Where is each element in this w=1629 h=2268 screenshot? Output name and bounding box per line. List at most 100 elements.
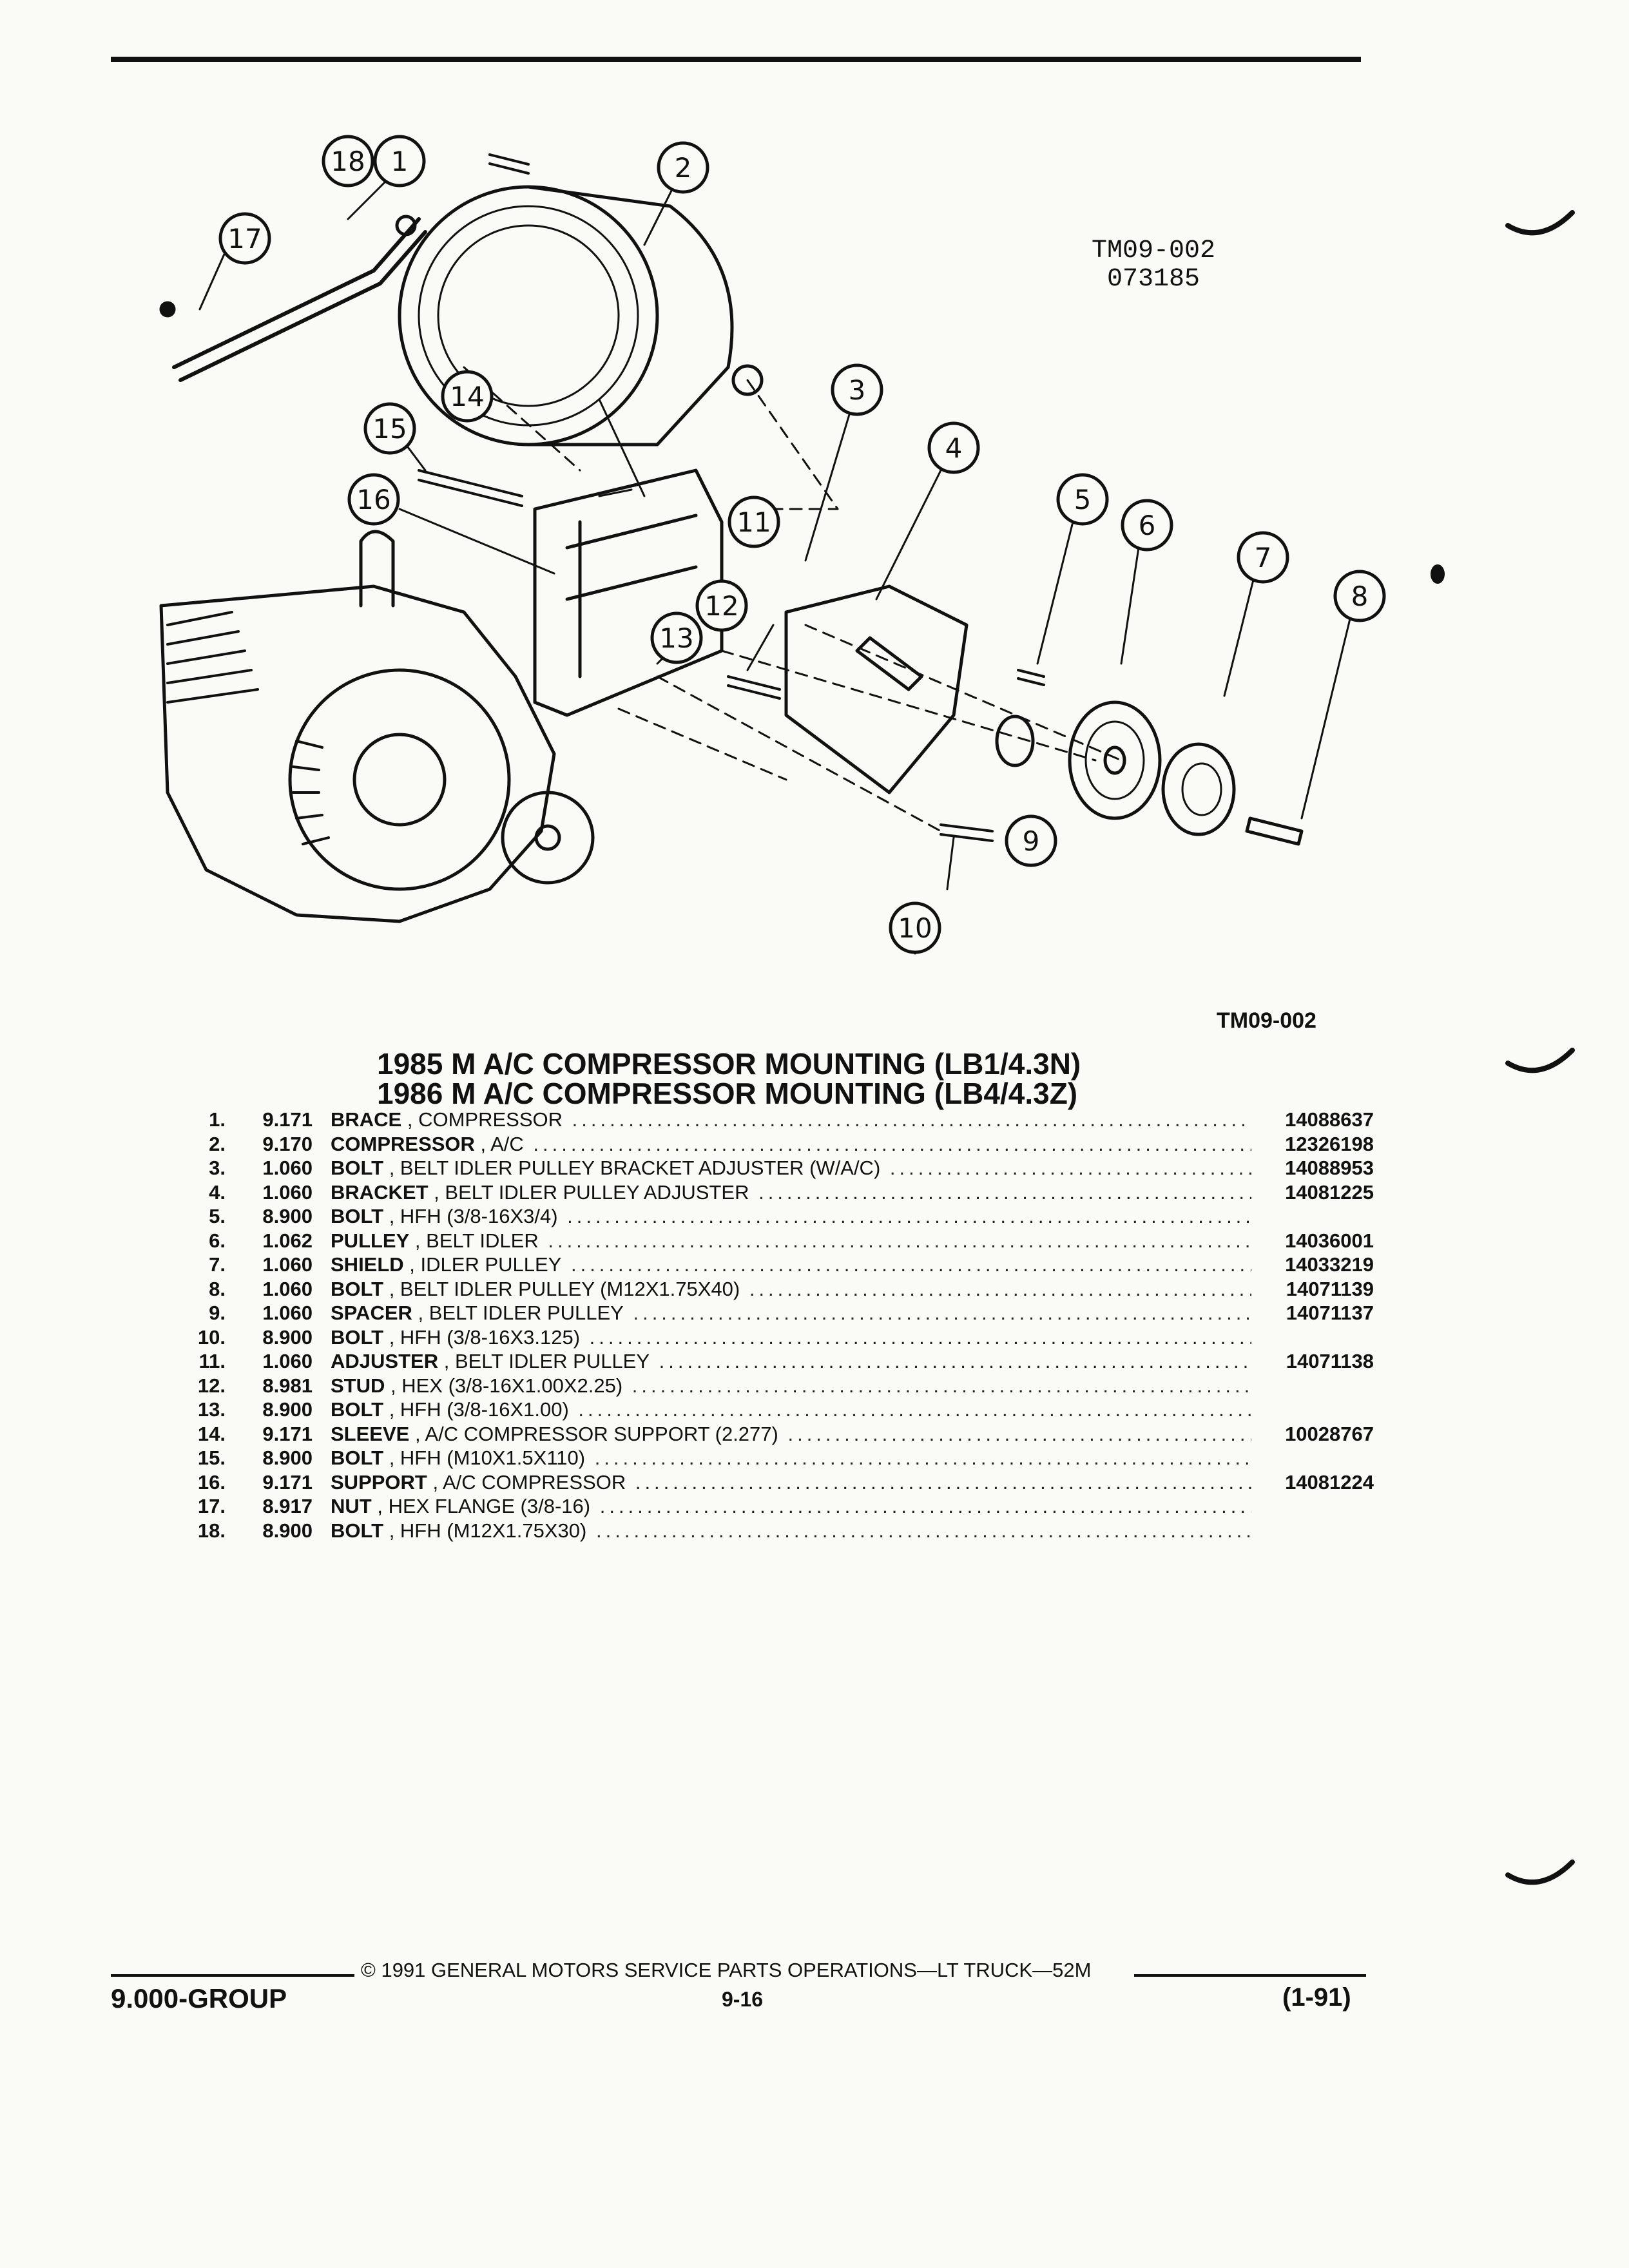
compressor-shaft bbox=[731, 364, 764, 396]
part-index: 6. bbox=[209, 1229, 226, 1252]
part-number: 14071138 bbox=[1286, 1350, 1374, 1372]
part-separator: , bbox=[383, 1519, 400, 1542]
callout-7: 7 bbox=[1237, 531, 1289, 584]
part-index: 5. bbox=[209, 1205, 226, 1227]
brace-hole bbox=[395, 215, 417, 236]
part-detail: HFH (M12X1.75X30) bbox=[400, 1519, 587, 1542]
engine-fins bbox=[166, 611, 259, 704]
part-group-number: 9.170 bbox=[262, 1132, 313, 1155]
part-group-number: 8.900 bbox=[262, 1398, 313, 1421]
brace-bar bbox=[172, 217, 427, 382]
footer-page-number: 9-16 bbox=[722, 1988, 764, 2011]
part-name: COMPRESSOR bbox=[331, 1132, 475, 1155]
callout-1: 1 bbox=[373, 135, 426, 187]
nut-17 bbox=[159, 301, 176, 318]
part-description: STUD , HEX (3/8-16X1.00X2.25) ..........… bbox=[331, 1374, 1251, 1398]
part-description: BOLT , BELT IDLER PULLEY (M12X1.75X40) .… bbox=[331, 1278, 1251, 1301]
leader-dots: ........................................… bbox=[633, 1302, 1251, 1324]
part-description: ADJUSTER , BELT IDLER PULLEY ...........… bbox=[331, 1350, 1251, 1373]
callout-number: 18 bbox=[331, 146, 365, 177]
part-separator: , bbox=[409, 1422, 425, 1445]
part-detail: BELT IDLER PULLEY BRACKET ADJUSTER (W/A/… bbox=[400, 1157, 881, 1179]
idler-bracket bbox=[784, 584, 969, 794]
part-group-number: 1.062 bbox=[262, 1229, 313, 1252]
footer-rule-right bbox=[1134, 1974, 1366, 1977]
title-1986: 1986 M A/C COMPRESSOR MOUNTING (LB4/4.3Z… bbox=[377, 1077, 1078, 1110]
part-separator: , bbox=[412, 1302, 429, 1324]
part-index: 11. bbox=[198, 1350, 226, 1372]
part-separator: , bbox=[383, 1277, 400, 1300]
part-number: 12326198 bbox=[1285, 1132, 1374, 1155]
callout-number: 8 bbox=[1351, 581, 1369, 612]
callout-12: 12 bbox=[695, 579, 748, 632]
footer-copyright: © 1991 GENERAL MOTORS SERVICE PARTS OPER… bbox=[361, 1959, 1092, 1981]
part-detail: IDLER PULLEY bbox=[420, 1253, 562, 1276]
part-number: 14081224 bbox=[1285, 1470, 1374, 1494]
part-group-number: 1.060 bbox=[262, 1350, 313, 1372]
part-detail: BELT IDLER PULLEY ADJUSTER bbox=[445, 1180, 749, 1204]
part-separator: , bbox=[383, 1157, 400, 1179]
callout-18: 18 bbox=[322, 135, 374, 187]
part-description: BOLT , HFH (M10X1.5X110) ...............… bbox=[331, 1446, 1251, 1470]
part-group-number: 9.171 bbox=[262, 1422, 313, 1445]
part-separator: , bbox=[385, 1374, 402, 1397]
leader-dots: ........................................… bbox=[570, 1253, 1251, 1276]
part-name: ADJUSTER bbox=[331, 1350, 439, 1372]
idler-pulley-hub bbox=[1103, 745, 1126, 775]
part-separator: , bbox=[383, 1446, 400, 1469]
shield-inner bbox=[1181, 762, 1222, 816]
binder-tick-mark-2 bbox=[1505, 1048, 1575, 1073]
part-description: COMPRESSOR , A/C .......................… bbox=[331, 1133, 1251, 1156]
part-number: 14081225 bbox=[1285, 1180, 1374, 1204]
part-group-number: 8.981 bbox=[262, 1374, 313, 1397]
callout-number: 2 bbox=[675, 152, 692, 184]
part-detail: HFH (3/8-16X3.125) bbox=[400, 1325, 581, 1349]
part-description: SLEEVE , A/C COMPRESSOR SUPPORT (2.277) … bbox=[331, 1423, 1251, 1446]
part-name: BOLT bbox=[331, 1446, 384, 1469]
part-group-number: 1.060 bbox=[262, 1180, 313, 1204]
callout-5: 5 bbox=[1056, 473, 1109, 526]
top-rule bbox=[111, 57, 1361, 62]
callout-17: 17 bbox=[218, 212, 271, 265]
part-description: SHIELD , IDLER PULLEY ..................… bbox=[331, 1253, 1251, 1276]
part-name: STUD bbox=[331, 1374, 385, 1397]
drawing-code: TM09-002 bbox=[1091, 236, 1216, 265]
part-description: BRACKET , BELT IDLER PULLEY ADJUSTER ...… bbox=[331, 1181, 1251, 1204]
part-detail: A/C bbox=[490, 1132, 524, 1155]
part-name: PULLEY bbox=[331, 1229, 410, 1252]
callout-13: 13 bbox=[650, 611, 703, 664]
callout-number: 10 bbox=[898, 912, 932, 944]
callout-number: 9 bbox=[1023, 825, 1040, 857]
callout-number: 4 bbox=[945, 432, 963, 464]
spacer bbox=[995, 715, 1035, 767]
part-detail: HEX FLANGE (3/8-16) bbox=[388, 1495, 591, 1517]
part-description: PULLEY , BELT IDLER ....................… bbox=[331, 1229, 1251, 1253]
leader-dots: ........................................… bbox=[567, 1205, 1251, 1227]
part-separator: , bbox=[383, 1205, 400, 1227]
figure-label: TM09-002 bbox=[1217, 1008, 1316, 1033]
callout-16: 16 bbox=[347, 473, 400, 526]
footer-date: (1-91) bbox=[1282, 1983, 1351, 2012]
support-bracket bbox=[533, 468, 724, 717]
callout-number: 11 bbox=[737, 506, 771, 538]
part-detail: HFH (M10X1.5X110) bbox=[400, 1446, 586, 1469]
callout-number: 12 bbox=[704, 590, 738, 622]
leader-dots: ........................................… bbox=[787, 1422, 1251, 1445]
part-name: BOLT bbox=[331, 1519, 384, 1542]
part-group-number: 8.900 bbox=[262, 1325, 313, 1349]
idler-pulley-rim bbox=[1084, 720, 1145, 800]
part-separator: , bbox=[371, 1495, 389, 1517]
part-detail: HFH (3/8-16X3/4) bbox=[400, 1205, 558, 1227]
part-description: BOLT , HFH (M12X1.75X30) ...............… bbox=[331, 1519, 1251, 1542]
alternator-hub bbox=[352, 733, 447, 827]
